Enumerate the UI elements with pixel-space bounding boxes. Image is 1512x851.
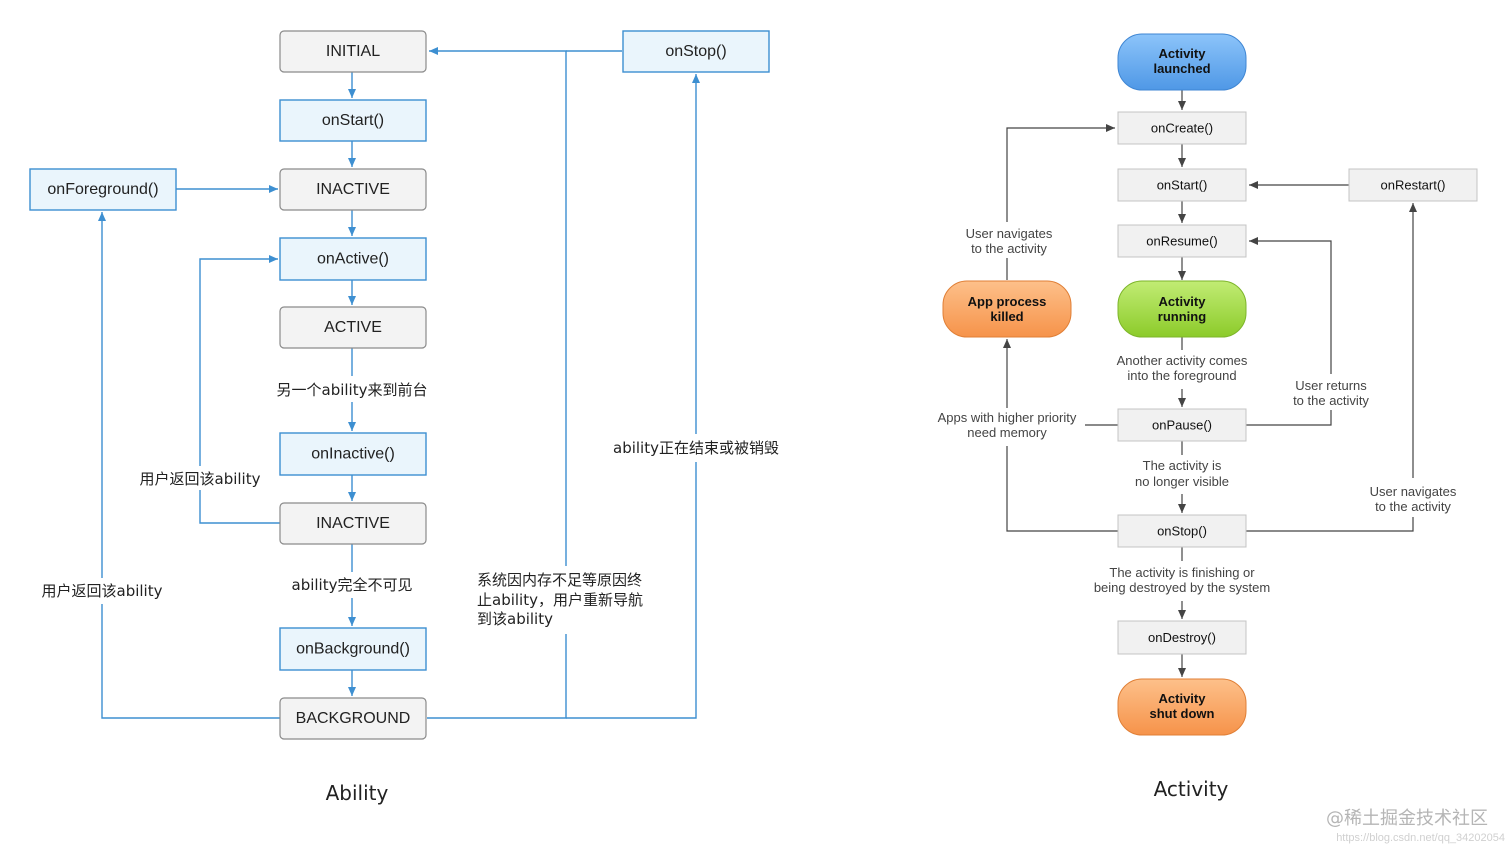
svg-text:onStart(): onStart() xyxy=(322,112,384,129)
svg-text:onForeground(): onForeground() xyxy=(47,181,158,198)
svg-text:Activity: Activity xyxy=(1159,691,1207,706)
ability-state-background: BACKGROUND xyxy=(279,697,427,740)
watermark-main: @稀土掘金技术社区 xyxy=(1326,808,1488,829)
ability-callback-on-active: onActive() xyxy=(279,237,427,281)
svg-text:onResume(): onResume() xyxy=(1146,234,1218,249)
ability-callback-on-inactive: onInactive() xyxy=(279,432,427,476)
ability-state-active: ACTIVE xyxy=(279,306,427,349)
note-another-activity-1: Another activity comes xyxy=(1117,353,1248,368)
ability-state-inactive-2: INACTIVE xyxy=(279,502,427,545)
ability-callback-on-foreground: onForeground() xyxy=(29,168,177,211)
activity-callback-on-destroy: onDestroy() xyxy=(1117,620,1247,655)
activity-callback-on-resume: onResume() xyxy=(1117,224,1247,258)
note-user-returns-1: User returns xyxy=(1295,378,1367,393)
note-higher-priority-1: Apps with higher priority xyxy=(938,410,1077,425)
note-system-kill-1: 系统因内存不足等原因终 xyxy=(477,571,642,589)
activity-callback-on-start: onStart() xyxy=(1117,168,1247,202)
svg-text:INACTIVE: INACTIVE xyxy=(316,181,390,198)
app-process-killed-pill: App process killed xyxy=(942,280,1072,338)
svg-text:onInactive(): onInactive() xyxy=(311,446,395,463)
note-finishing: ability正在结束或被销毁 xyxy=(613,439,779,457)
note-no-longer-visible-2: no longer visible xyxy=(1135,474,1229,489)
svg-text:onRestart(): onRestart() xyxy=(1380,178,1445,193)
note-user-returns-inner: 用户返回该ability xyxy=(140,470,261,488)
svg-text:onDestroy(): onDestroy() xyxy=(1148,630,1216,645)
note-fully-invisible: ability完全不可见 xyxy=(292,576,413,594)
activity-callback-on-create: onCreate() xyxy=(1117,111,1247,145)
activity-connectors xyxy=(1003,90,1417,677)
note-user-returns-2: to the activity xyxy=(1293,393,1369,408)
note-another-activity-2: into the foreground xyxy=(1127,368,1236,383)
svg-text:ACTIVE: ACTIVE xyxy=(324,319,382,336)
ability-callback-on-start: onStart() xyxy=(279,99,427,142)
svg-text:BACKGROUND: BACKGROUND xyxy=(296,710,411,727)
note-system-kill-2: 止ability，用户重新导航 xyxy=(477,591,643,609)
note-no-longer-visible-1: The activity is xyxy=(1143,458,1222,473)
svg-text:INACTIVE: INACTIVE xyxy=(316,515,390,532)
ability-caption: Ability xyxy=(326,781,389,805)
note-finishing-2: being destroyed by the system xyxy=(1094,580,1270,595)
activity-callback-on-stop: onStop() xyxy=(1117,514,1247,548)
note-user-returns-outer: 用户返回该ability xyxy=(42,582,163,600)
note-user-navigates-1: User navigates xyxy=(966,226,1053,241)
ability-diagram: INITIAL onStart() INACTIVE onActive() AC… xyxy=(29,30,779,805)
activity-launched-pill: Activity launched xyxy=(1117,33,1247,91)
svg-text:Activity: Activity xyxy=(1159,46,1207,61)
svg-text:onStop(): onStop() xyxy=(665,43,726,60)
ability-callback-on-stop: onStop() xyxy=(622,30,770,73)
svg-text:onActive(): onActive() xyxy=(317,251,389,268)
svg-text:App process: App process xyxy=(968,294,1047,309)
activity-callback-on-restart: onRestart() xyxy=(1348,168,1478,202)
svg-text:onBackground(): onBackground() xyxy=(296,641,410,658)
svg-text:launched: launched xyxy=(1153,61,1210,76)
ability-state-initial: INITIAL xyxy=(279,30,427,73)
svg-text:shut down: shut down xyxy=(1150,706,1215,721)
svg-text:onPause(): onPause() xyxy=(1152,418,1212,433)
svg-text:onStop(): onStop() xyxy=(1157,524,1207,539)
activity-shut-down-pill: Activity shut down xyxy=(1117,678,1247,736)
ability-connectors xyxy=(98,47,700,719)
note-another-foreground: 另一个ability来到前台 xyxy=(277,381,428,399)
activity-callback-on-pause: onPause() xyxy=(1117,408,1247,442)
note-finishing-1: The activity is finishing or xyxy=(1109,565,1255,580)
ability-state-inactive-1: INACTIVE xyxy=(279,168,427,211)
note-user-navigates-2: to the activity xyxy=(971,241,1047,256)
note-system-kill-3: 到该ability xyxy=(477,610,553,628)
activity-diagram: Activity launched Activity running App p… xyxy=(938,33,1478,801)
svg-text:INITIAL: INITIAL xyxy=(326,43,380,60)
activity-caption: Activity xyxy=(1154,777,1229,801)
note-user-navigates2-2: to the activity xyxy=(1375,499,1451,514)
ability-callback-on-background: onBackground() xyxy=(279,627,427,671)
svg-text:onCreate(): onCreate() xyxy=(1151,121,1213,136)
svg-text:killed: killed xyxy=(990,309,1023,324)
activity-running-pill: Activity running xyxy=(1117,280,1247,338)
watermark-sub: https://blog.csdn.net/qq_34202054 xyxy=(1336,832,1505,844)
svg-text:Activity: Activity xyxy=(1159,294,1207,309)
svg-text:onStart(): onStart() xyxy=(1157,178,1208,193)
svg-text:running: running xyxy=(1158,309,1206,324)
note-user-navigates2-1: User navigates xyxy=(1370,484,1457,499)
note-higher-priority-2: need memory xyxy=(967,425,1047,440)
